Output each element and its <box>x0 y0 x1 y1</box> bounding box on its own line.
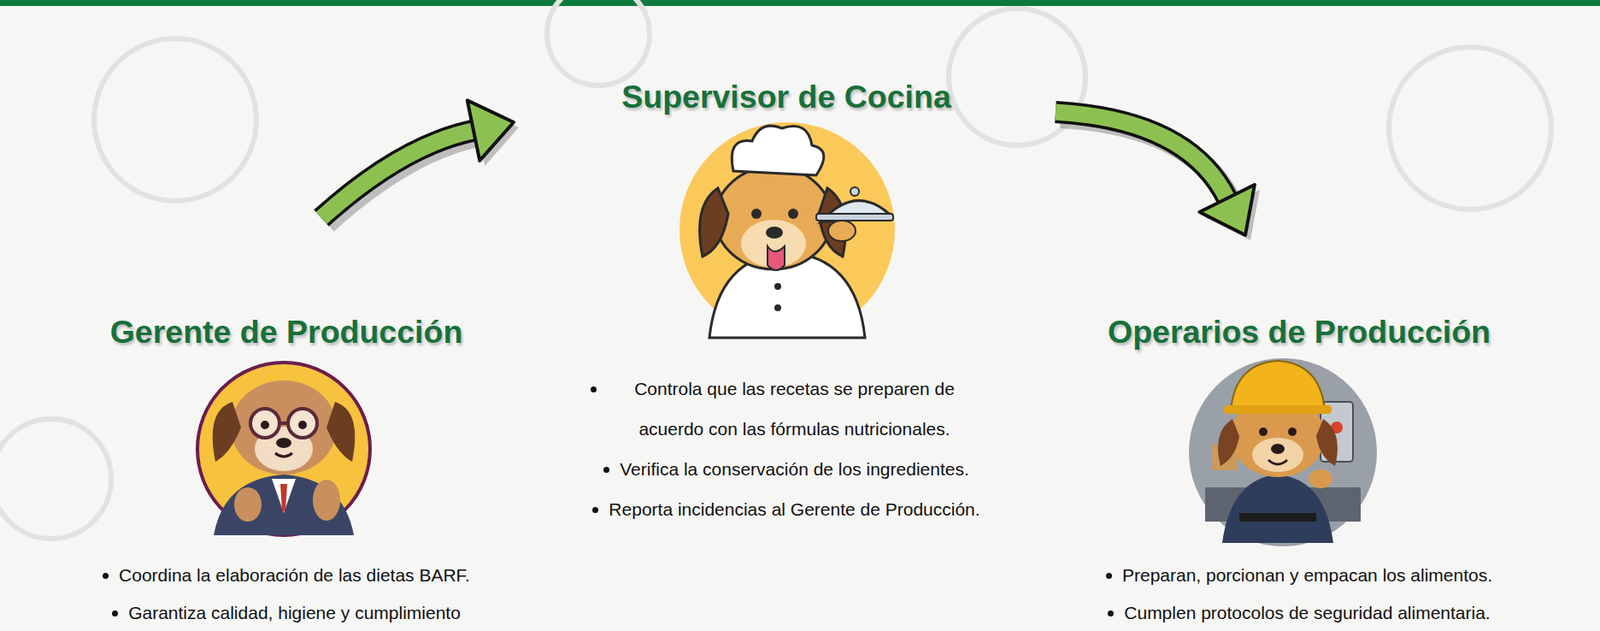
watermark <box>547 0 650 86</box>
role-node: Gerente de ProducciónCoordina la elabora… <box>68 217 505 631</box>
bullet-text: Coordina la elaboración de las dietas BA… <box>118 561 471 589</box>
arrowhead <box>1199 184 1254 236</box>
top-bar <box>0 0 1600 6</box>
bullet-text: Preparan, porcionan y empacan los alimen… <box>1122 561 1493 589</box>
bullet-dot <box>592 506 599 513</box>
bullet-dot <box>1105 572 1112 579</box>
arrow-shaft <box>321 130 474 218</box>
bullet-text: Controla que las recetas se preparen de … <box>606 368 983 449</box>
bullet-text: Cumplen protocolos de seguridad alimenta… <box>1123 599 1490 627</box>
bullet-text: Verifica la conservación de los ingredie… <box>619 448 970 489</box>
bullet-row: Garantiza calidad, higiene y cumplimient… <box>68 599 505 627</box>
arrow-shaft <box>1055 111 1228 199</box>
role-heading: Supervisor de Cocina <box>517 75 1056 118</box>
flow-arrow <box>1055 111 1260 241</box>
bullet-dot <box>1107 610 1114 617</box>
bullet-row: Controla que las recetas se preparen de … <box>517 368 1056 449</box>
arrowhead <box>467 100 514 161</box>
watermark <box>1388 47 1552 210</box>
role-node: Operarios de ProducciónPreparan, porcion… <box>1072 235 1526 631</box>
bullet-row: Preparan, porcionan y empacan los alimen… <box>1072 561 1526 589</box>
bullet-row: Cumplen protocolos de seguridad alimenta… <box>1072 599 1526 627</box>
arrow-outline <box>321 130 474 218</box>
arrow-outline <box>1055 111 1228 199</box>
role-node: Supervisor de CocinaControla que las rec… <box>517 59 1056 539</box>
watermark <box>0 418 112 539</box>
flow-arrow <box>321 100 519 224</box>
bullet-row: Verifica la conservación de los ingredie… <box>517 448 1056 489</box>
bullet-text: Reporta incidencias al Gerente de Produc… <box>608 488 980 530</box>
bullet-row: Coordina la elaboración de las dietas BA… <box>68 561 505 589</box>
manager-icon <box>197 362 371 536</box>
role-heading: Gerente de Producción <box>68 310 505 353</box>
bullet-row: Reporta incidencias al Gerente de Produc… <box>517 488 1056 530</box>
bullet-dot <box>102 572 109 579</box>
bullet-dot <box>603 466 610 473</box>
watermark <box>94 38 257 201</box>
bullet-text: Garantiza calidad, higiene y cumplimient… <box>128 599 461 627</box>
bullet-dot <box>111 610 118 617</box>
bullet-dot <box>590 386 597 393</box>
chef-icon <box>679 122 895 338</box>
role-heading: Operarios de Producción <box>1072 310 1526 353</box>
worker-icon <box>1188 358 1377 547</box>
